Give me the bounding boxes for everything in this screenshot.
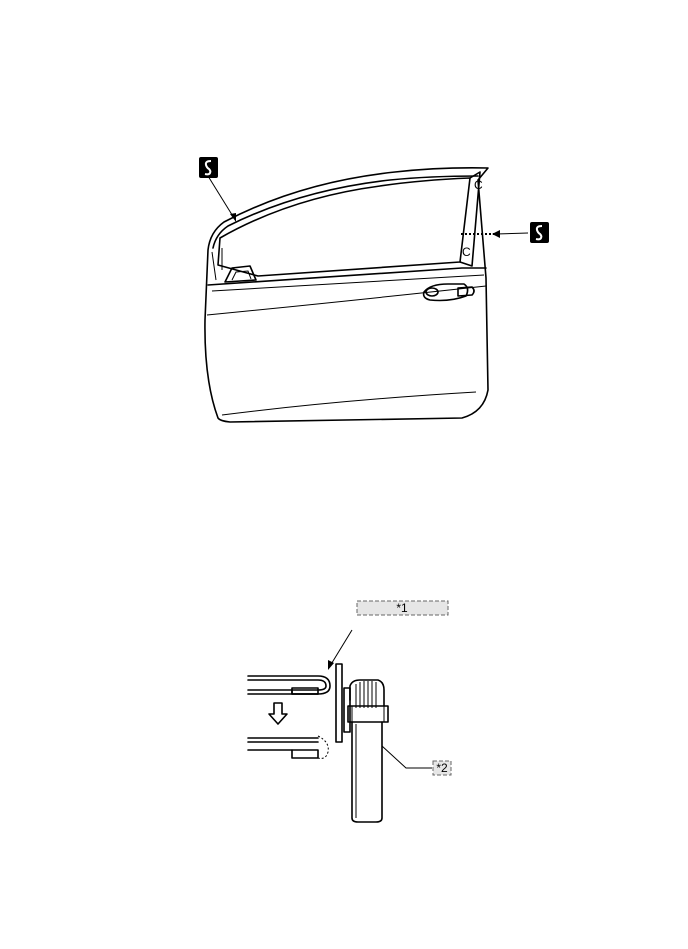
lower-body-line [221,391,477,416]
sealant-symbol-icon [530,222,549,243]
sealant-symbol-icon [199,157,218,178]
flange-after [247,735,329,759]
belt-moulding [211,274,485,292]
down-arrow-icon [268,702,288,725]
door-handle [422,283,475,302]
leader-arrowhead-left [230,213,236,222]
leader-line-right [495,232,529,235]
callout-2: *2 [432,760,452,776]
flange-before [247,675,331,695]
callout-1-leader [329,629,353,667]
character-line [206,285,487,316]
callout-1-arrowhead [328,660,334,670]
callout-1: *1 [356,600,449,616]
door-outer-outline [204,167,489,423]
callout-2-label: *2 [436,761,448,775]
window-frame [212,175,479,249]
mirror-mount [224,265,257,283]
leader-line-left [207,175,235,219]
hemming-tool [335,663,389,823]
belt-line [207,267,487,286]
rear-window-frame [459,171,481,267]
door-illustration: C C [204,167,529,423]
mirror-mount-detail [231,270,252,281]
glass-run-mark: C [462,245,471,259]
leader-arrowhead-right [492,230,500,238]
callout-2-leader [381,745,432,769]
glass-run-mark: C [474,178,483,192]
front-frame-detail [211,248,223,281]
callout-1-label: *1 [396,601,408,615]
window-glass [217,177,471,277]
